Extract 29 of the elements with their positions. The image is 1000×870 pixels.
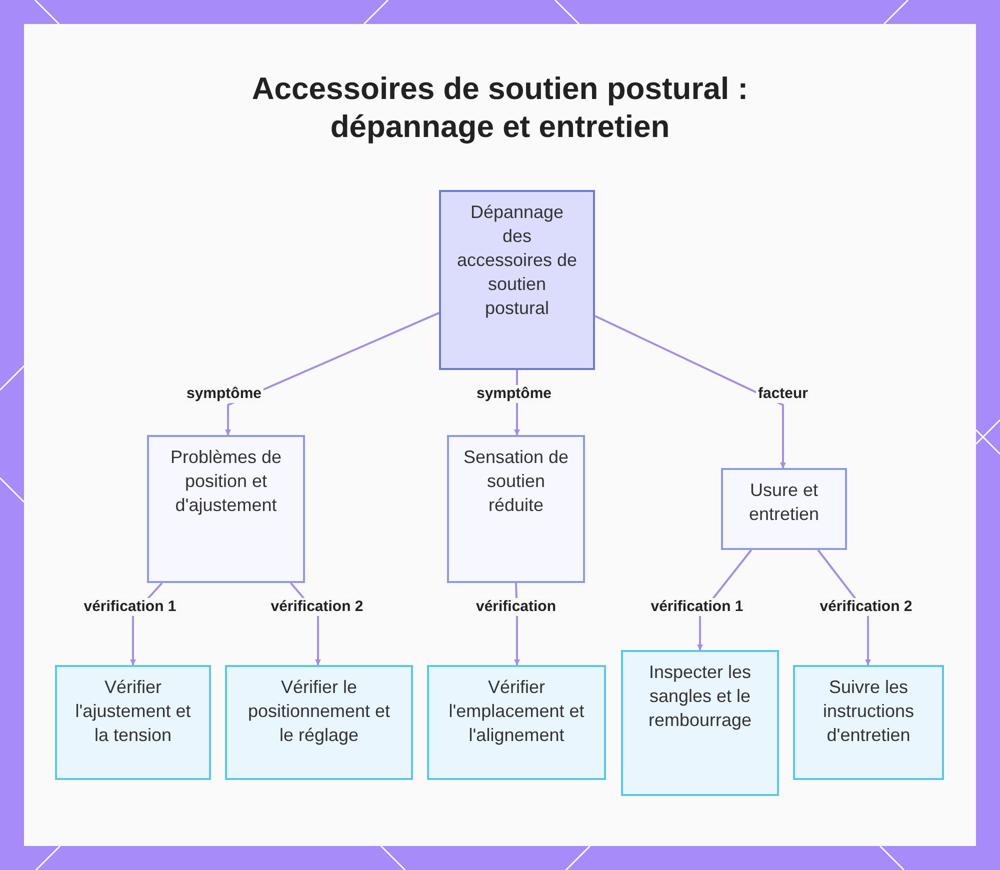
node-text: Vérifier l'ajustement et la tension: [74, 676, 192, 747]
node-text: Dépannage des accessoires de soutien postural: [456, 201, 578, 320]
node-text: Vérifier l'emplacement et l'alignement: [448, 676, 586, 747]
edge-label: symptôme: [184, 385, 264, 403]
edge-label: symptôme: [474, 385, 554, 403]
edge-label: vérification 1: [648, 598, 746, 616]
category-box: [147, 435, 305, 583]
edge-label: vérification 2: [268, 598, 366, 616]
connector-arrow: [225, 312, 440, 436]
edge-label: vérification 2: [818, 598, 914, 616]
action-box: [55, 665, 211, 780]
category-box: [447, 435, 585, 583]
edge-label: facteur: [756, 385, 810, 403]
edge-label: vérification 1: [82, 598, 178, 616]
edge-label: vérification: [474, 598, 558, 616]
node-text: Suivre les instructions d'entretien: [822, 676, 916, 747]
action-box: [621, 650, 779, 796]
node-text: Vérifier le positionnement et le réglage: [246, 676, 392, 747]
root-box: [439, 190, 595, 370]
category-box: [721, 468, 847, 550]
action-box: [225, 665, 413, 780]
action-box: [427, 665, 606, 780]
node-text: Usure et entretien: [748, 479, 820, 526]
connector-arrow: [594, 315, 786, 468]
action-box: [793, 665, 944, 780]
node-text: Problèmes de position et d'ajustement: [169, 446, 283, 517]
node-text: Inspecter les sangles et le rembourrage: [647, 661, 753, 732]
diagram-title: Accessoires de soutien postural : dépannage et entretien: [250, 70, 750, 146]
node-text: Sensation de soutien réduite: [463, 446, 569, 517]
